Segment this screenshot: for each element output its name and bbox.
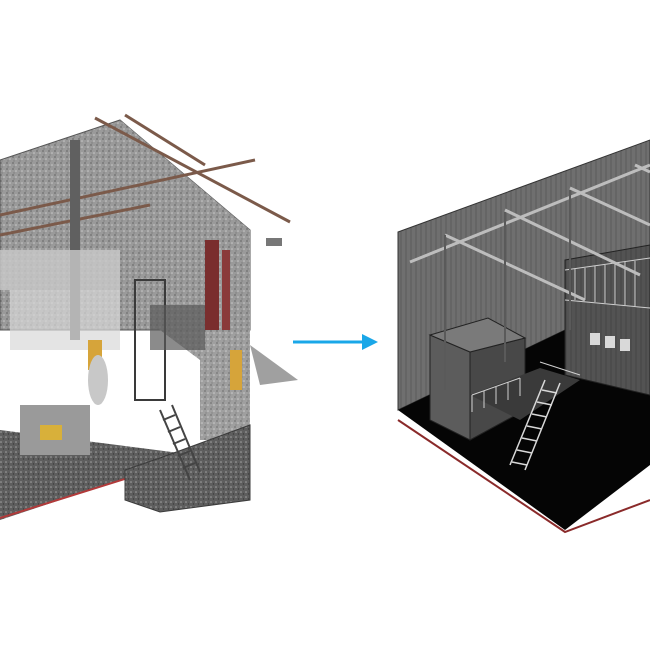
model-platform bbox=[470, 368, 580, 420]
model-mezzanine-windows bbox=[590, 333, 630, 351]
scan-interior-structure bbox=[0, 140, 242, 455]
model-box-room-top bbox=[428, 317, 527, 353]
scan-pit bbox=[124, 424, 251, 513]
scan-stairs bbox=[159, 404, 201, 481]
model-platform-railing bbox=[471, 361, 581, 412]
model-floor-edge bbox=[397, 419, 650, 534]
model-mezzanine-room bbox=[564, 244, 650, 396]
scan-side-wall bbox=[120, 120, 250, 440]
point-cloud-scan-panel bbox=[0, 113, 298, 520]
model-roof-pipes bbox=[409, 163, 650, 302]
model-wall-columns bbox=[444, 190, 571, 390]
bim-model-panel bbox=[397, 139, 650, 534]
arrow-right-icon bbox=[293, 334, 378, 350]
model-stairs bbox=[509, 379, 561, 471]
scan-exterior-fixture bbox=[266, 238, 282, 246]
scan-exterior-slab bbox=[250, 345, 298, 385]
